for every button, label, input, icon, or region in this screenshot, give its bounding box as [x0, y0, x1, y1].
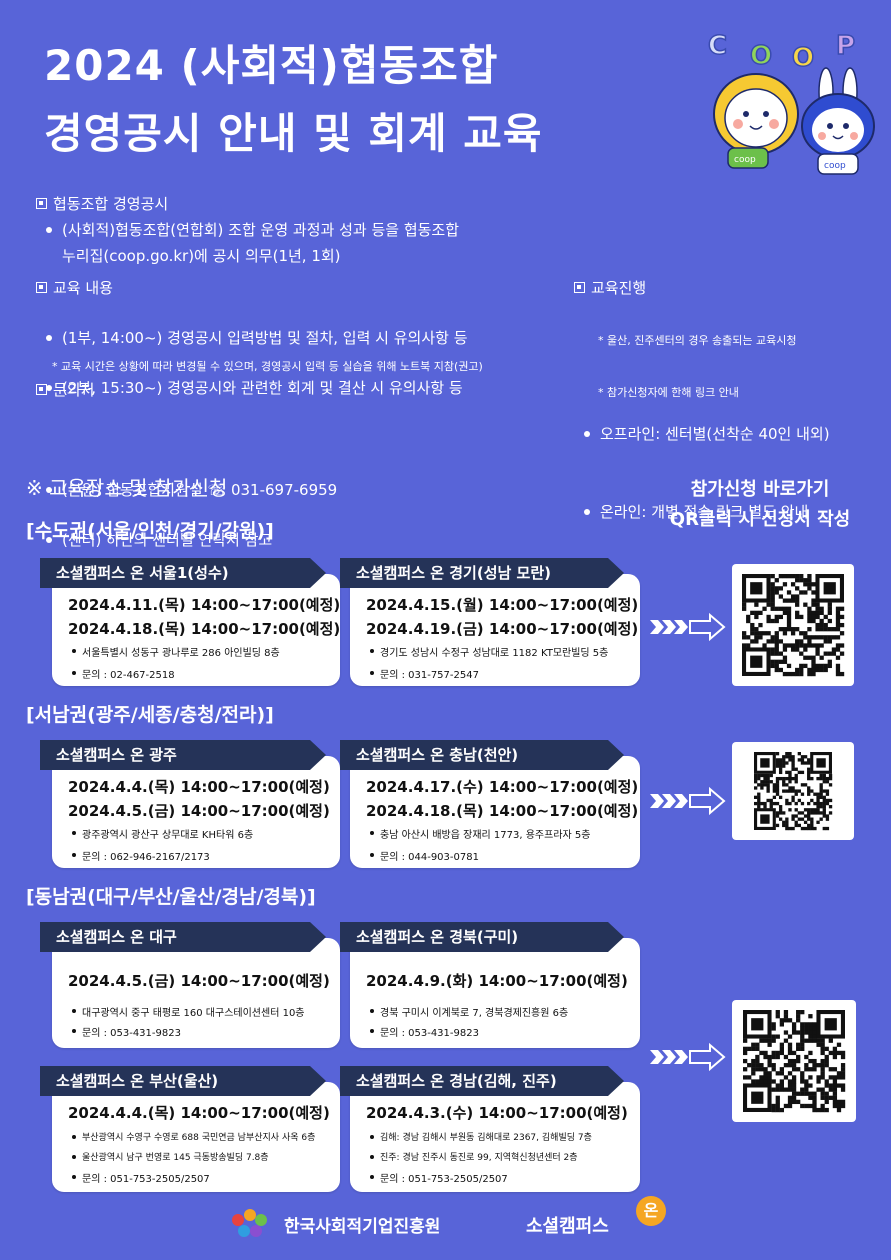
contact-heading-text: 문의처: [53, 381, 95, 399]
disclosure-heading-text: 협동조합 경영공시: [53, 195, 169, 213]
footer-org-name: 한국사회적기업진흥원: [284, 1217, 441, 1237]
qr-code-southeast[interactable]: [732, 1000, 856, 1122]
qr-code-icon: [743, 1010, 846, 1113]
mascot-shirt-label-1: coop: [734, 155, 756, 165]
checkbox-square-icon: [36, 282, 47, 293]
content-note: * 교육 시간은 상황에 따라 변경될 수 있으며, 경영공시 입력 등 실습을…: [52, 360, 483, 373]
venue-date: 2024.4.4.(목) 14:00~17:00(예정): [68, 778, 330, 796]
page-title-line2: 경영공시 안내 및 회계 교육: [44, 109, 543, 158]
checkbox-square-icon: [36, 384, 47, 395]
venue-heading: ※ 교육장소 및 참가신청: [26, 476, 228, 500]
venue-banner-gyeonggi: 소셜캠퍼스 온 경기(성남 모란): [340, 558, 624, 588]
checkbox-square-icon: [574, 282, 585, 293]
qr-code-southwest[interactable]: [732, 742, 854, 840]
venue-card-busan: 2024.4.4.(목) 14:00~17:00(예정) 부산광역시 수영구 수…: [52, 1082, 340, 1192]
progress-online-note: * 참가신청자에 한해 링크 안내: [598, 386, 739, 399]
venue-date: 2024.4.11.(목) 14:00~17:00(예정): [68, 596, 341, 614]
venue-date: 2024.4.3.(수) 14:00~17:00(예정): [366, 1104, 628, 1122]
mascot-letter-p: P: [836, 31, 855, 61]
venue-card-gyeongnam: 2024.4.3.(수) 14:00~17:00(예정) 김해: 경남 김해시 …: [350, 1082, 640, 1192]
region-heading-southeast: [동남권(대구/부산/울산/경남/경북)]: [26, 886, 316, 908]
progress-offline: 오프라인: 센터별(선착순 40인 내외): [574, 422, 891, 446]
venue-banner-chungnam: 소셜캠퍼스 온 충남(천안): [340, 740, 624, 770]
venue-banner-daegu: 소셜캠퍼스 온 대구: [40, 922, 326, 952]
venue-banner-gyeongbuk: 소셜캠퍼스 온 경북(구미): [340, 922, 624, 952]
qr-code-capital[interactable]: [732, 564, 854, 686]
contact-item-2: (센터) 하단의 센터별 연락처 참고: [36, 528, 891, 552]
region-heading-capital: [수도권(서울/인천/경기/강원)]: [26, 520, 274, 542]
footer-brand-name: 소셜캠퍼스: [526, 1216, 609, 1237]
venue-address: 서울특별시 성동구 광나루로 286 아인빌딩 8층: [72, 644, 280, 659]
checkbox-square-icon: [36, 198, 47, 209]
venue-date: 2024.4.9.(화) 14:00~17:00(예정): [366, 972, 628, 990]
venue-contact: 문의 : 044-903-0781: [370, 848, 479, 863]
venue-contact: 문의 : 053-431-9823: [72, 1024, 181, 1039]
arrow-right-icon: [650, 786, 726, 816]
venue-contact: 문의 : 051-753-2505/2507: [370, 1170, 508, 1185]
content-item-1: (1부, 14:00~) 경영공시 입력방법 및 절차, 입력 시 유의사항 등: [36, 326, 891, 350]
venue-date: 2024.4.18.(목) 14:00~17:00(예정): [366, 802, 639, 820]
mascot-letter-c: C: [708, 31, 727, 61]
venue-date: 2024.4.4.(목) 14:00~17:00(예정): [68, 1104, 330, 1122]
progress-online: 온라인: 개별 접속 링크 별도 안내: [574, 500, 891, 524]
venue-card-seoul: 2024.4.11.(목) 14:00~17:00(예정) 2024.4.18.…: [52, 574, 340, 686]
kosea-logo-icon: [228, 1206, 272, 1240]
venue-address: 김해: 경남 김해시 부원동 김해대로 2367, 김해빌딩 7층: [370, 1130, 592, 1143]
venue-contact: 문의 : 031-757-2547: [370, 666, 479, 681]
contact-item-1: (본원) 협동조합지원실 ☏ 031-697-6959: [36, 478, 891, 502]
arrow-right-icon: [650, 612, 726, 642]
venue-address: 부산광역시 수영구 수영로 688 국민연금 남부산지사 사옥 6층: [72, 1130, 315, 1143]
coop-mascot-illustration: C O O P coop coop: [700, 26, 880, 186]
venue-address: 대구광역시 중구 태평로 160 대구스테이션센터 10층: [72, 1004, 305, 1019]
venue-banner-busan: 소셜캠퍼스 온 부산(울산): [40, 1066, 326, 1096]
venue-date: 2024.4.17.(수) 14:00~17:00(예정): [366, 778, 639, 796]
mascot-letter-o2: O: [792, 43, 814, 73]
content-heading: 교육 내용: [36, 276, 113, 300]
venue-address: 울산광역시 남구 번영로 145 극동방송빌딩 7.8층: [72, 1150, 269, 1163]
region-heading-southwest: [서남권(광주/세종/충청/전라)]: [26, 704, 274, 726]
venue-banner-gwangju: 소셜캠퍼스 온 광주: [40, 740, 326, 770]
progress-heading-text: 교육진행: [591, 279, 647, 297]
venue-date: 2024.4.18.(목) 14:00~17:00(예정): [68, 620, 341, 638]
venue-date: 2024.4.19.(금) 14:00~17:00(예정): [366, 620, 639, 638]
venue-address: 경기도 성남시 수정구 성남대로 1182 KT모란빌딩 5층: [370, 644, 608, 659]
disclosure-bullet-line2: 누리집(coop.go.kr)에 공시 의무(1년, 1회): [62, 247, 341, 265]
footer-brand-badge: 온: [636, 1196, 666, 1226]
venue-card-daegu: 2024.4.5.(금) 14:00~17:00(예정) 대구광역시 중구 태평…: [52, 938, 340, 1048]
venue-address: 경북 구미시 이계북로 7, 경북경제진흥원 6층: [370, 1004, 568, 1019]
venue-address: 진주: 경남 진주시 동진로 99, 지역혁신청년센터 2층: [370, 1150, 578, 1163]
mascot-letter-o1: O: [750, 41, 772, 71]
cta-line2: QR클릭 시 신청서 작성: [669, 509, 851, 530]
content-item-2: (2부, 15:30~) 경영공시와 관련한 회계 및 결산 시 유의사항 등: [36, 376, 891, 400]
venue-address: 광주광역시 광산구 상무대로 KH타워 6층: [72, 826, 253, 841]
contact-heading: 문의처: [36, 378, 94, 402]
venue-contact: 문의 : 051-753-2505/2507: [72, 1170, 210, 1185]
progress-offline-note: * 울산, 진주센터의 경우 송출되는 교육시청: [598, 334, 797, 347]
venue-card-gyeonggi: 2024.4.15.(월) 14:00~17:00(예정) 2024.4.19.…: [350, 574, 640, 686]
venue-contact: 문의 : 062-946-2167/2173: [72, 848, 210, 863]
venue-date: 2024.4.5.(금) 14:00~17:00(예정): [68, 972, 330, 990]
venue-banner-seoul: 소셜캠퍼스 온 서울1(성수): [40, 558, 326, 588]
venue-card-gwangju: 2024.4.4.(목) 14:00~17:00(예정) 2024.4.5.(금…: [52, 756, 340, 868]
arrow-right-icon: [650, 1042, 726, 1072]
venue-date: 2024.4.15.(월) 14:00~17:00(예정): [366, 596, 639, 614]
mascot-shirt-label-2: coop: [824, 161, 846, 171]
disclosure-bullet-line1: (사회적)협동조합(연합회) 조합 운영 과정과 성과 등을 협동조합: [36, 218, 891, 242]
venue-address: 충남 아산시 배방읍 장재리 1773, 용주프라자 5층: [370, 826, 590, 841]
venue-card-chungnam: 2024.4.17.(수) 14:00~17:00(예정) 2024.4.18.…: [350, 756, 640, 868]
disclosure-heading: 협동조합 경영공시: [36, 192, 168, 216]
content-heading-text: 교육 내용: [53, 279, 113, 297]
venue-contact: 문의 : 053-431-9823: [370, 1024, 479, 1039]
cta-line1: 참가신청 바로가기: [690, 479, 830, 500]
progress-heading: 교육진행: [574, 276, 646, 300]
qr-code-icon: [742, 574, 845, 677]
venue-date: 2024.4.5.(금) 14:00~17:00(예정): [68, 802, 330, 820]
page-title-line1: 2024 (사회적)협동조합: [44, 41, 499, 90]
venue-card-gyeongbuk: 2024.4.9.(화) 14:00~17:00(예정) 경북 구미시 이계북로…: [350, 938, 640, 1048]
venue-banner-gyeongnam: 소셜캠퍼스 온 경남(김해, 진주): [340, 1066, 624, 1096]
qr-code-icon: [754, 752, 833, 831]
venue-contact: 문의 : 02-467-2518: [72, 666, 175, 681]
